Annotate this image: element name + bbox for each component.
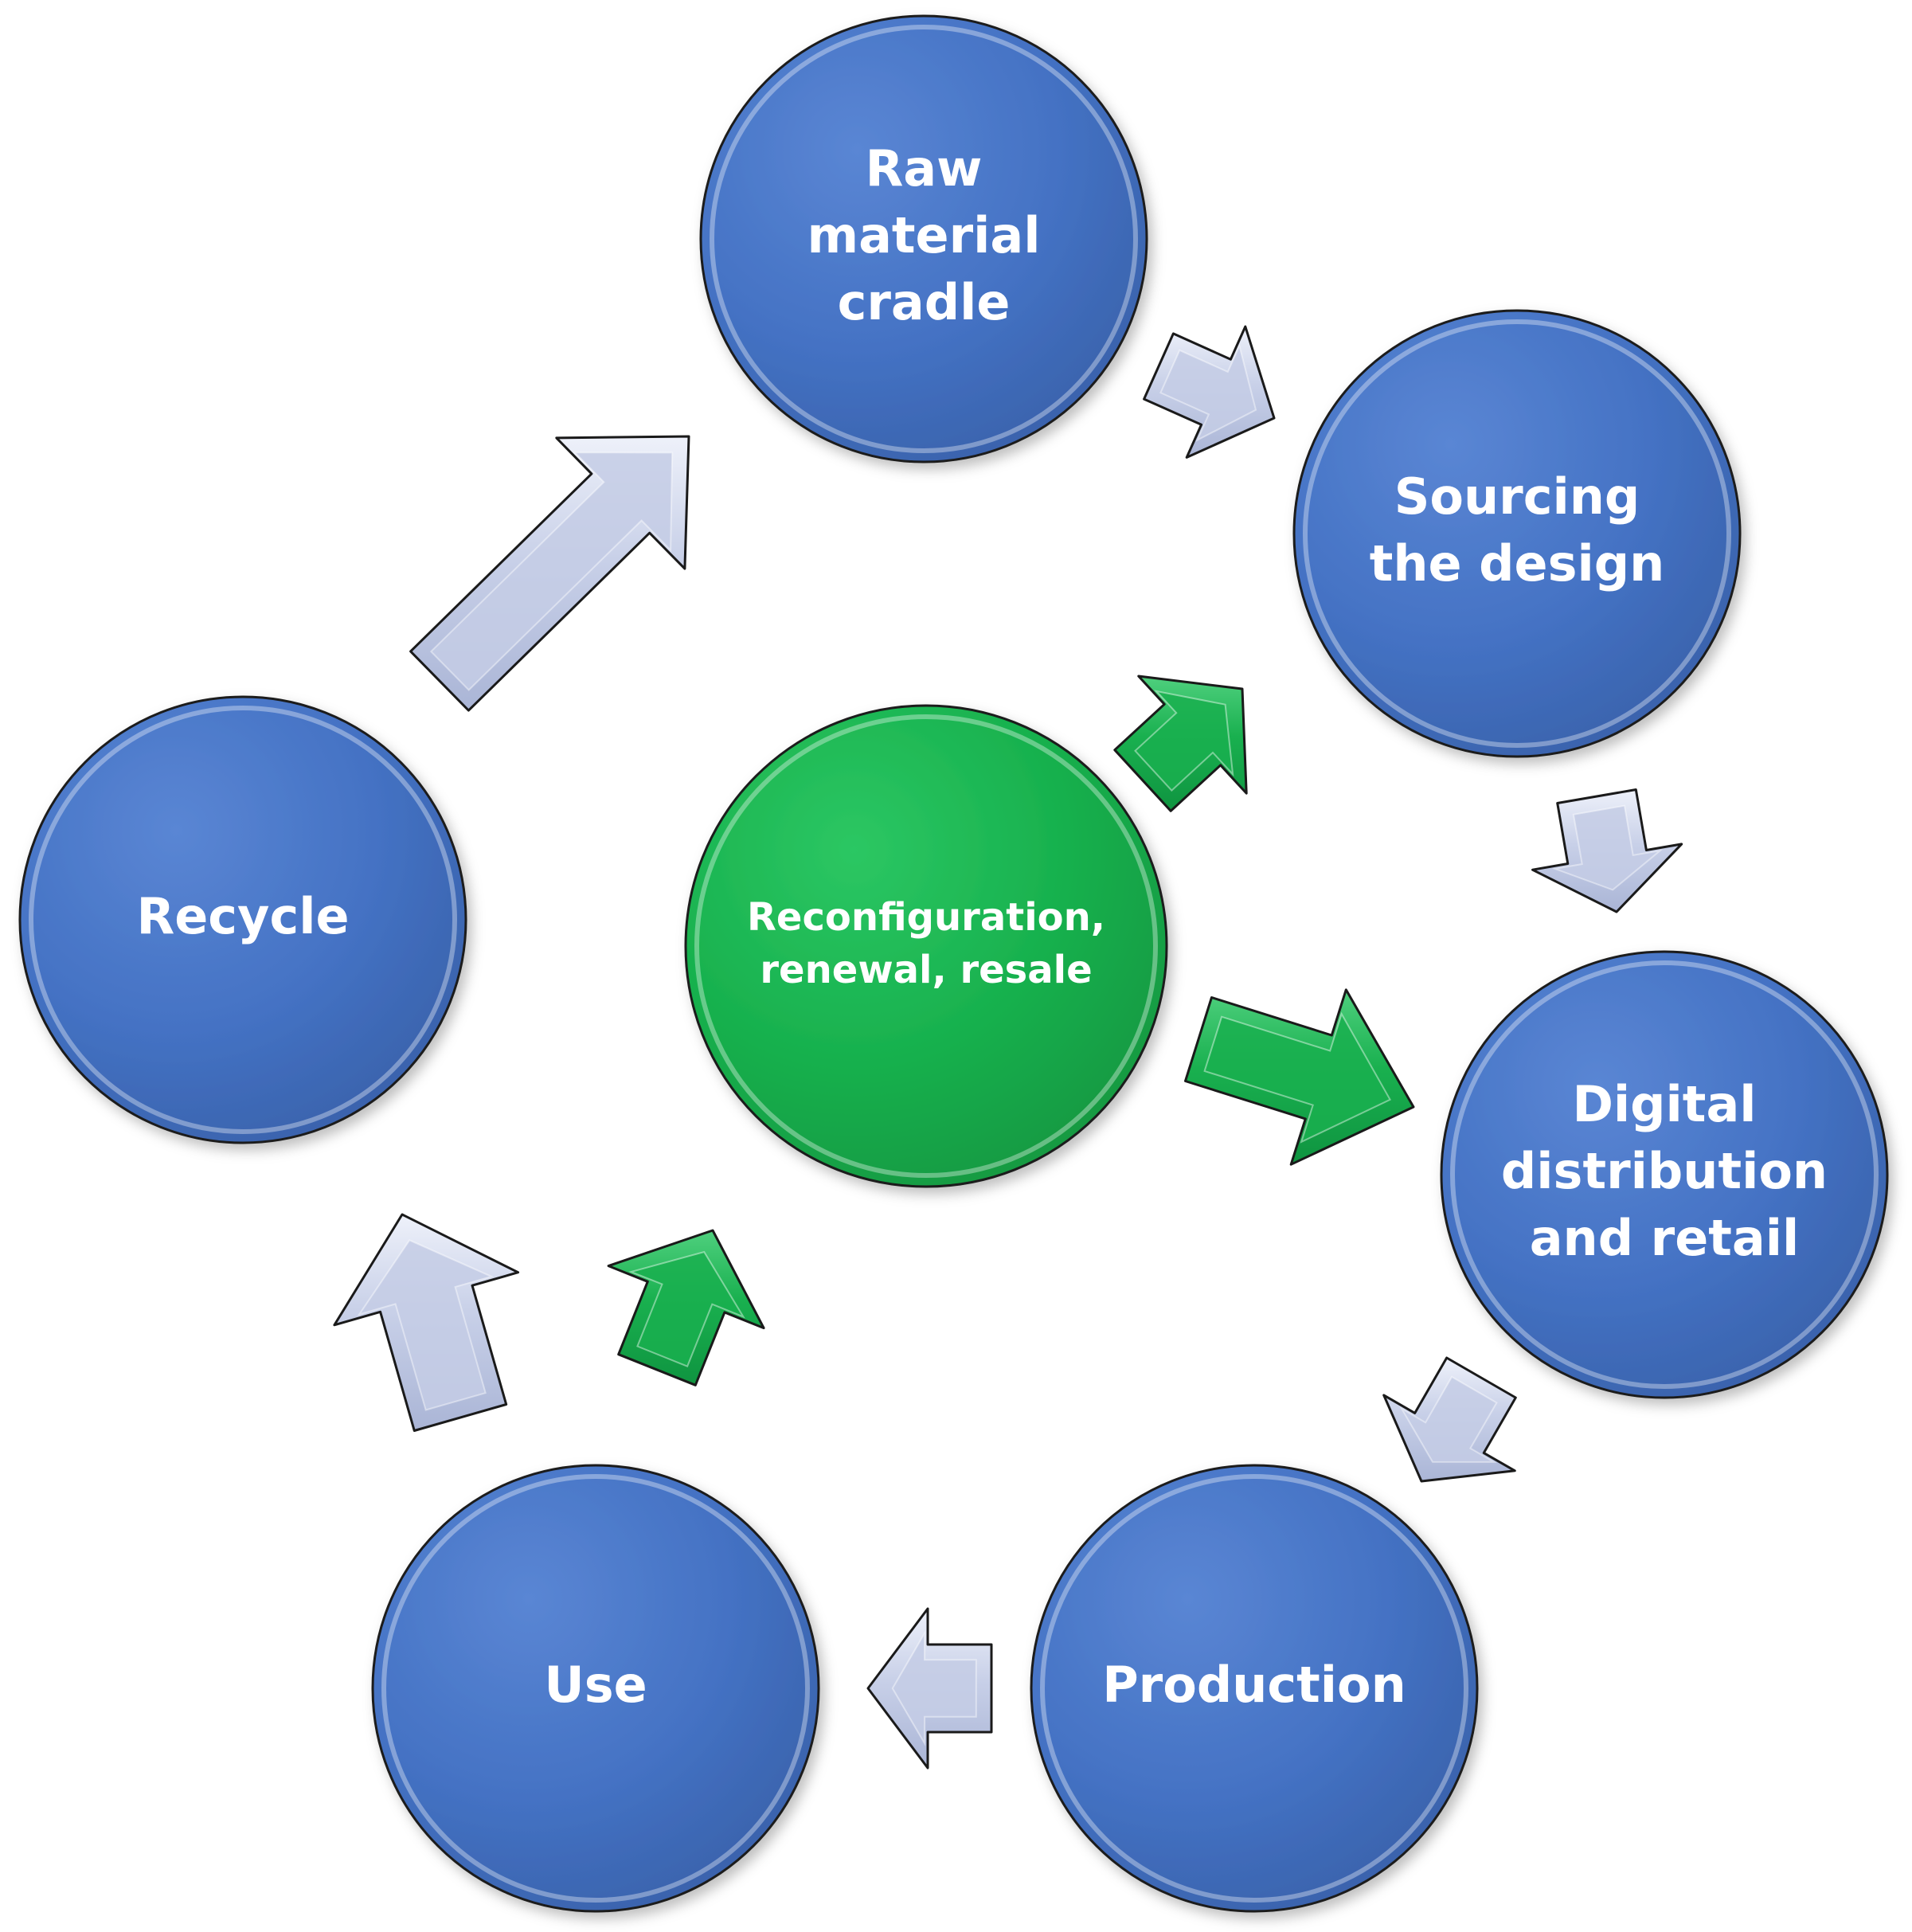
node-rim-highlight [381, 1474, 810, 1903]
node-use: Use [371, 1464, 820, 1913]
node-production: Production [1030, 1464, 1479, 1913]
node-rim-highlight [1040, 1474, 1468, 1903]
node-circle [1440, 950, 1889, 1399]
flow-arrow-raw-to-sourcing [1143, 325, 1276, 459]
flow-arrow-sourcing-to-digital [1531, 788, 1683, 913]
node-label-line: material [807, 206, 1040, 264]
arrow-bevel [1203, 1011, 1391, 1144]
node-rim-highlight [1450, 960, 1879, 1389]
arrow-bevel [1159, 343, 1257, 442]
arrow-bevel [628, 1250, 745, 1368]
node-label-line: Reconfiguration, [747, 895, 1105, 940]
node-circle [18, 695, 467, 1144]
node-circle [1030, 1464, 1479, 1913]
node-label-line: Use [544, 1656, 647, 1714]
node-center: Reconfiguration, renewal, resale [684, 704, 1168, 1188]
node-rim-highlight [29, 706, 457, 1134]
node-label-line: Recycle [136, 887, 349, 945]
node-rim-highlight [694, 714, 1158, 1178]
node-label-line: Raw [866, 139, 983, 198]
node-label-line: Digital [1572, 1075, 1756, 1133]
arrow-bevel [891, 1630, 977, 1746]
node-circle [699, 14, 1148, 463]
flow-arrow-digital-to-production [1382, 1356, 1517, 1483]
flow-arrow-use-to-recycle [333, 1213, 520, 1432]
node-circle [684, 704, 1168, 1188]
node-rim-highlight [1303, 319, 1731, 748]
flow-arrow-recycle-to-raw [409, 435, 690, 712]
node-label-line: Sourcing [1394, 467, 1640, 526]
node-digital: Digital distribution and retail [1440, 950, 1889, 1399]
node-label-line: distribution [1501, 1142, 1828, 1200]
node-label-line: the design [1370, 534, 1665, 593]
flow-arrow-center-to-digital [1184, 988, 1415, 1166]
node-label-line: cradle [838, 273, 1011, 331]
arrows-layer [333, 325, 1683, 1770]
arrow-bevel [1551, 804, 1664, 891]
node-sourcing: Sourcing the design [1292, 309, 1742, 758]
arrow-bevel [429, 452, 674, 691]
node-raw: Raw material cradle [699, 14, 1148, 463]
arrow-bevel [1399, 1375, 1498, 1463]
node-circle [371, 1464, 820, 1913]
node-rim-highlight [710, 25, 1138, 453]
node-circle [1292, 309, 1742, 758]
flow-arrow-production-to-use [866, 1607, 993, 1770]
flow-arrow-use-to-center [607, 1229, 765, 1386]
node-label-line: Production [1102, 1656, 1406, 1714]
node-label-line: and retail [1530, 1209, 1800, 1267]
node-recycle: Recycle [18, 695, 467, 1144]
arrow-bevel [357, 1239, 495, 1411]
node-label-line: renewal, resale [760, 948, 1092, 992]
flow-arrow-center-to-sourcing [1113, 675, 1248, 812]
arrow-bevel [1134, 690, 1234, 792]
